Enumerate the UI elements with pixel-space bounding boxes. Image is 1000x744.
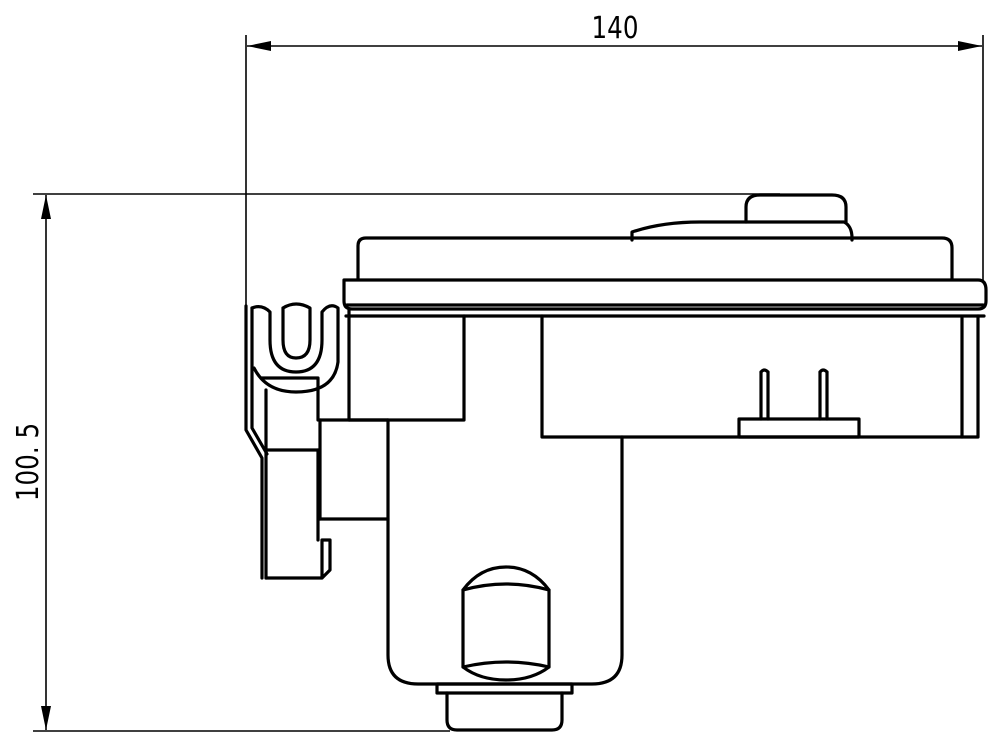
height-label: 100. 5 — [12, 423, 46, 501]
bottom-port — [461, 565, 551, 682]
bottom-nozzle — [435, 682, 574, 732]
cover — [342, 236, 988, 318]
left-clip — [244, 302, 340, 580]
top-knob — [630, 193, 854, 242]
housing — [318, 308, 980, 686]
height-dimension: 100. 5 — [12, 193, 780, 732]
width-dimension: 140 — [245, 12, 984, 306]
connector-pins — [737, 368, 861, 439]
width-label: 140 — [592, 12, 639, 46]
